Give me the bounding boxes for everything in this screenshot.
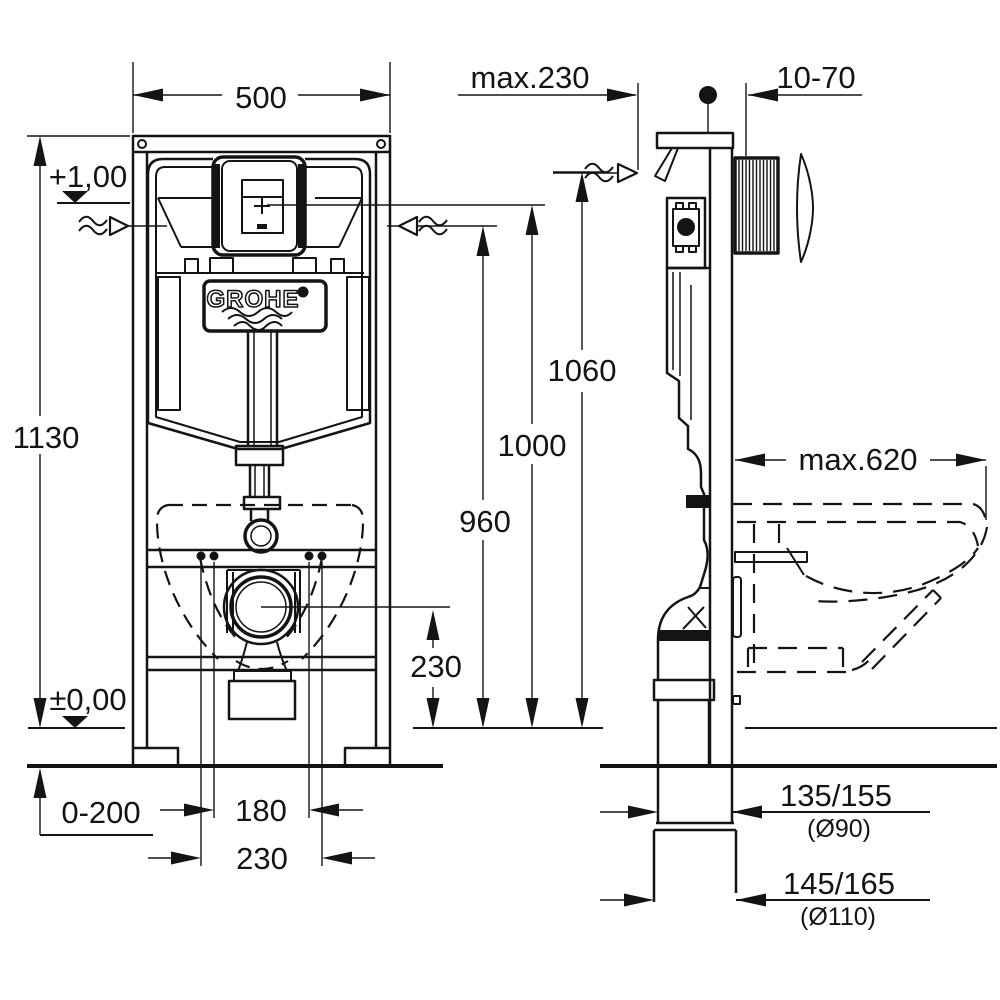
drain-elbow-side: [652, 595, 738, 902]
dim-outlet-height-group: 230: [410, 610, 462, 728]
flush-plate-side: [796, 153, 814, 263]
front-view: GROHE: [131, 134, 392, 768]
dim-outlet-dia-110: (Ø110): [800, 903, 876, 931]
dim-outlet-offset-90: 135/155: [780, 778, 892, 813]
water-supply-arrow-left: [78, 215, 167, 237]
dim-fixing-inner: 180: [235, 793, 287, 828]
dim-side-depth-top-group: max.230: [458, 60, 639, 170]
dim-fixing-inner-group: 180: [160, 793, 363, 828]
dim-height-bracket: 1060: [548, 353, 617, 388]
wall-reference-dot: [699, 86, 717, 104]
dim-foot-adjust-group: 0-200: [33, 768, 153, 836]
dim-height-plate-group: 1000: [498, 205, 567, 728]
dim-plate-depth: 10-70: [776, 60, 855, 95]
wc-ceramic-dashed-outline: [155, 503, 365, 671]
side-view: [652, 131, 989, 902]
level-floor: ±0,00: [49, 682, 126, 717]
frame-rail-side: [654, 131, 741, 766]
grohe-logo: GROHE: [202, 279, 328, 333]
dim-side-depth-top: max.230: [471, 60, 590, 95]
flush-pipe: [234, 331, 285, 554]
dim-outlet-offset-90-group: 135/155 (Ø90): [600, 778, 930, 843]
registered-dot-icon: [297, 286, 309, 298]
dim-height-supply: 960: [459, 504, 511, 539]
reference-centerlines: [261, 172, 637, 608]
dimensions: 500 max.230 10-70 1130 +1,00: [13, 60, 997, 931]
inspection-box: [211, 155, 307, 257]
dim-fixing-outer: 230: [236, 841, 288, 876]
brand-logo-text: GROHE: [206, 286, 299, 313]
level-plate-group: +1,00: [49, 159, 130, 204]
stud-extension-lines: [200, 562, 323, 866]
dim-foot-adjust: 0-200: [61, 795, 140, 830]
dim-bowl-depth-group: max.620: [735, 442, 987, 520]
water-inlet-valve: [665, 196, 707, 270]
cistern: [146, 157, 372, 451]
dim-height-plate: 1000: [498, 428, 567, 463]
drain-outlet: [222, 568, 301, 721]
water-supply-arrow-side: [584, 162, 639, 184]
dim-height-supply-group: 960: [459, 226, 511, 728]
plate-protection-box: [733, 156, 780, 255]
dim-plate-depth-group: 10-70: [699, 60, 862, 156]
level-plate: +1,00: [49, 159, 127, 194]
fixing-studs: [196, 551, 327, 561]
dim-bowl-depth: max.620: [799, 442, 918, 477]
wc-bowl-dashed-outline: [733, 502, 989, 674]
dim-outlet-offset-110-group: 145/165 (Ø110): [600, 866, 930, 931]
cistern-side-profile: [665, 266, 710, 599]
bowl-support-arm: [732, 547, 808, 638]
dim-height-bracket-group: 1060: [548, 171, 617, 728]
dim-outlet-offset-110: 145/165: [783, 866, 895, 901]
dim-fixing-outer-group: 230: [148, 841, 375, 876]
dim-outlet-dia-90: (Ø90): [807, 815, 871, 843]
water-supply-arrow-right: [397, 215, 448, 237]
dim-front-height-group: 1130: [13, 135, 130, 728]
dim-front-width-group: 500: [132, 62, 391, 133]
dim-front-width: 500: [235, 80, 287, 115]
level-floor-group: ±0,00: [28, 682, 997, 729]
dim-front-height: 1130: [13, 420, 80, 455]
dim-outlet-height: 230: [410, 649, 462, 684]
